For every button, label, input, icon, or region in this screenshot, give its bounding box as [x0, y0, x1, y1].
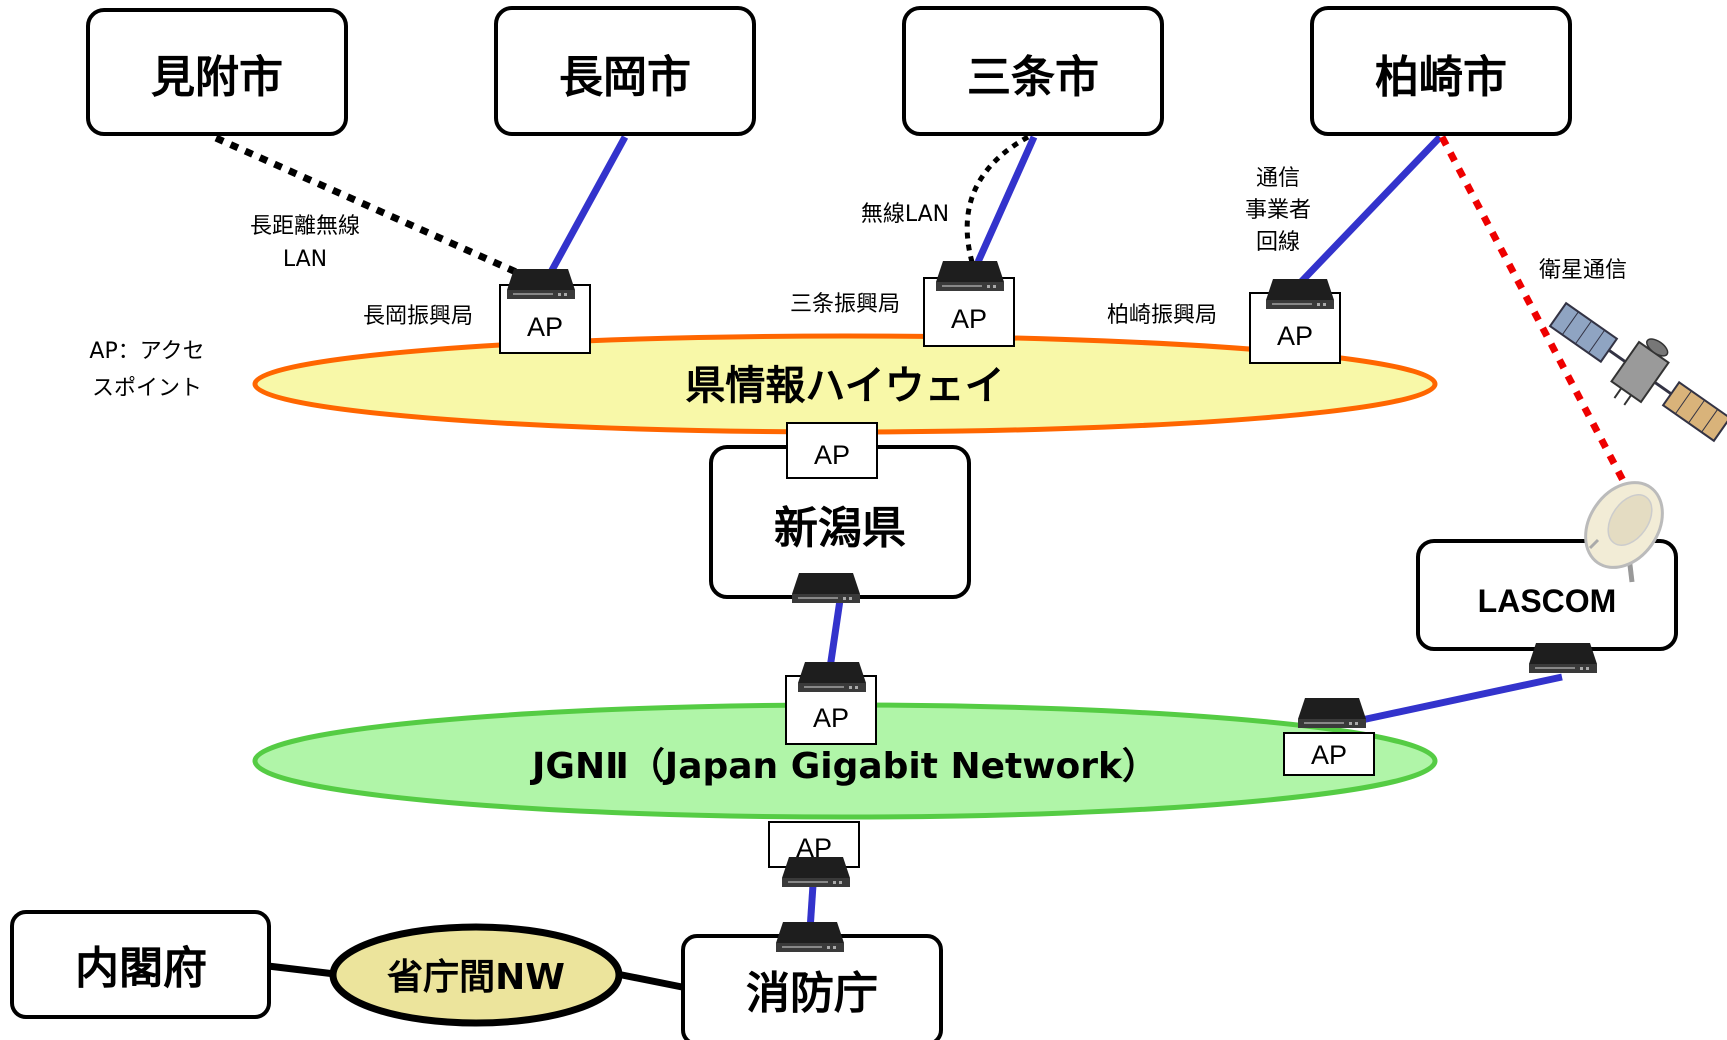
- svg-text:AP: AP: [527, 312, 563, 342]
- niigata-label: 新潟県: [774, 503, 906, 554]
- ap-jgn-lascom: AP: [1283, 732, 1375, 776]
- ap-niigata: AP: [786, 422, 878, 479]
- nagaoka-link-line: [547, 135, 629, 274]
- ministry-nw-label: 省庁間NW: [387, 957, 565, 998]
- sanjo-office-label: 三条振興局: [790, 292, 900, 317]
- prefecture-highway-label: 県情報ハイウェイ: [685, 363, 1004, 409]
- carrier-line-label-3: 回線: [1256, 230, 1300, 255]
- cabinet-office-box: 内閣府: [10, 910, 271, 1019]
- city-box-nagaoka: 長岡市: [494, 6, 756, 136]
- kashiwazaki-link-line: [1298, 134, 1443, 285]
- ministry-nw-ellipse: 省庁間NW: [329, 923, 623, 1027]
- city-box-kashiwazaki: 柏崎市: [1310, 6, 1572, 136]
- svg-text:AP: AP: [813, 703, 849, 733]
- legend-label-2: スポイント: [92, 376, 202, 401]
- cabinet-office-label: 内閣府: [75, 943, 207, 994]
- carrier-line-label-1: 通信: [1256, 166, 1300, 191]
- svg-text:AP: AP: [951, 304, 987, 334]
- long-range-wireless-label-2: LAN: [283, 247, 327, 272]
- city-label-sanjo: 三条市: [967, 52, 1099, 103]
- router-icon: [776, 922, 844, 952]
- city-label-mitsuke: 見附市: [151, 52, 283, 103]
- niigata-jgn-line: [826, 599, 844, 669]
- svg-text:AP: AP: [814, 440, 850, 470]
- long-range-wireless-label-1: 長距離無線: [250, 214, 360, 239]
- router-icon: [782, 857, 850, 887]
- kashiwazaki-office-label: 柏崎振興局: [1107, 303, 1217, 328]
- ministry-fdma-line: [616, 970, 683, 991]
- router-icon: [507, 269, 575, 299]
- router-icon: [1529, 643, 1597, 673]
- svg-text:AP: AP: [1277, 321, 1313, 351]
- carrier-line-label-2: 事業者: [1245, 198, 1311, 223]
- city-box-sanjo: 三条市: [902, 6, 1164, 136]
- satellite-label: 衛星通信: [1539, 258, 1627, 283]
- city-label-nagaoka: 長岡市: [559, 52, 691, 103]
- satellite-dish-icon: [1584, 481, 1664, 583]
- sanjo-link-line: [974, 135, 1038, 264]
- fdma-label: 消防庁: [746, 968, 878, 1019]
- city-label-kashiwazaki: 柏崎市: [1375, 52, 1507, 103]
- router-icon: [1298, 698, 1366, 728]
- router-icon: [792, 573, 860, 603]
- sanjo-wireless-line: [964, 134, 1030, 263]
- svg-text:AP: AP: [1311, 740, 1347, 770]
- lascom-label: LASCOM: [1478, 583, 1617, 619]
- legend-label-1: AP：アクセ: [89, 339, 204, 364]
- router-icon: [936, 261, 1004, 291]
- satellite-link-line: [1438, 135, 1631, 490]
- router-icon: [798, 662, 866, 692]
- mitsuke-wireless-line: [214, 134, 527, 280]
- wireless-lan-label: 無線LAN: [861, 202, 949, 227]
- cabinet-ministry-line: [267, 962, 336, 978]
- city-box-mitsuke: 見附市: [86, 8, 348, 136]
- jgn2-label: JGNⅡ（Japan Gigabit Network）: [529, 746, 1158, 787]
- satellite-icon: [1548, 301, 1727, 443]
- lascom-jgn-line: [1356, 673, 1563, 725]
- router-icon: [1266, 279, 1334, 309]
- nagaoka-office-label: 長岡振興局: [363, 304, 473, 329]
